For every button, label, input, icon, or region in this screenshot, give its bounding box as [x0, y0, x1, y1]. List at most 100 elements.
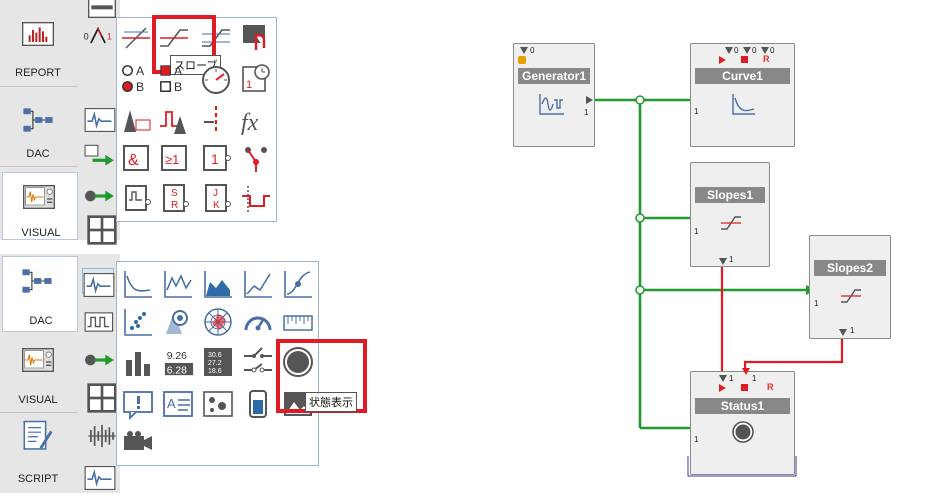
- svg-text:B: B: [174, 80, 182, 94]
- category-dac[interactable]: DAC: [0, 94, 76, 164]
- radar-chart-icon[interactable]: [202, 306, 234, 338]
- table-small-icon[interactable]: [86, 0, 116, 18]
- video-camera-icon[interactable]: [122, 426, 154, 458]
- control-port[interactable]: [520, 47, 528, 54]
- block-slopes1[interactable]: Slopes1 1 1: [690, 162, 770, 267]
- timer-gauge-icon[interactable]: [200, 64, 232, 96]
- report-bar-chart-icon: [14, 18, 62, 54]
- function-fx-icon[interactable]: fx: [240, 104, 272, 136]
- block-status1[interactable]: 1 1 R Status1 1: [690, 368, 795, 475]
- category-script[interactable]: SCRIPT: [0, 416, 76, 493]
- map-pin-icon[interactable]: [162, 306, 194, 338]
- sidebar-divider: [0, 412, 78, 413]
- multi-curve-icon[interactable]: [162, 268, 194, 300]
- touch-hand-icon[interactable]: [240, 22, 272, 54]
- category-report[interactable]: REPORT: [0, 0, 76, 86]
- image-gallery-icon[interactable]: [202, 388, 234, 420]
- control-port[interactable]: [743, 47, 751, 54]
- start-port[interactable]: [719, 56, 726, 64]
- tank-level-icon[interactable]: [242, 388, 274, 420]
- text-label-icon[interactable]: A: [162, 388, 194, 420]
- status-lamp-icon[interactable]: [282, 346, 314, 378]
- wave-monitor-icon[interactable]: [84, 462, 116, 490]
- output-arrow-icon[interactable]: [84, 180, 114, 202]
- control-port-label: 1: [729, 374, 734, 383]
- signal-bars-icon[interactable]: [86, 420, 116, 448]
- svg-text:0: 0: [84, 31, 89, 41]
- output-port[interactable]: [586, 96, 593, 104]
- wave-monitor-icon[interactable]: [84, 104, 116, 132]
- selection-bracket: [687, 456, 797, 477]
- block-slopes2[interactable]: Slopes2 1 1: [809, 235, 891, 339]
- and-gate-icon[interactable]: &: [120, 142, 152, 174]
- split-dash-icon[interactable]: [200, 104, 232, 136]
- monostable-icon[interactable]: [120, 182, 152, 214]
- svg-text:9.26: 9.26: [167, 351, 187, 362]
- category-dac-bottom[interactable]: DAC: [2, 256, 78, 332]
- bar-meter-icon[interactable]: [122, 346, 154, 378]
- or-gate-icon[interactable]: ≥1: [158, 142, 190, 174]
- output-port-label: 1: [850, 326, 855, 335]
- svg-text:&: &: [128, 152, 139, 169]
- characteristic-curve-icon[interactable]: [282, 268, 314, 300]
- input-port-label: 1: [814, 299, 819, 308]
- output-port[interactable]: [719, 258, 727, 265]
- visual-oscilloscope-icon: [15, 181, 63, 217]
- area-chart-icon[interactable]: [202, 268, 234, 300]
- pulse-output-icon[interactable]: [240, 182, 272, 214]
- output-arrow-icon[interactable]: [84, 344, 114, 366]
- input-arrow-icon[interactable]: [84, 140, 114, 166]
- gauge-meter-icon[interactable]: [242, 306, 274, 338]
- block-title: Slopes2: [814, 260, 886, 276]
- valve-switch-icon[interactable]: [242, 346, 274, 378]
- category-label: SCRIPT: [17, 473, 59, 485]
- control-port[interactable]: [719, 375, 727, 382]
- stop-port[interactable]: [741, 56, 748, 63]
- block-curve1[interactable]: 0 0 0 R Curve1 1: [690, 43, 795, 147]
- buffer-gate-icon[interactable]: 1: [200, 142, 232, 174]
- calculator-icon[interactable]: [86, 382, 117, 413]
- limiter-icon[interactable]: [200, 22, 232, 54]
- svg-text:fx: fx: [241, 110, 259, 136]
- bell-icon: [518, 56, 526, 64]
- control-port-label: 0: [530, 46, 535, 55]
- wire-junction: [635, 95, 645, 105]
- digital-io-icon[interactable]: [84, 306, 114, 332]
- curve-plot-icon[interactable]: [122, 268, 154, 300]
- ramp-icon[interactable]: [120, 22, 152, 54]
- scatter-plot-icon[interactable]: [122, 306, 154, 338]
- calendar-clock-icon[interactable]: 1: [240, 62, 272, 94]
- xy-plot-icon[interactable]: [242, 268, 274, 300]
- generator-wave-icon: [538, 92, 566, 116]
- metronome-counter-icon[interactable]: [120, 104, 152, 136]
- stop-port[interactable]: [741, 384, 748, 391]
- dac-block-diagram-icon: [15, 265, 59, 301]
- message-box-icon[interactable]: [122, 388, 154, 420]
- slope-icon[interactable]: [158, 22, 190, 54]
- block-generator1[interactable]: 0 Generator1 1: [513, 43, 595, 147]
- control-port[interactable]: [742, 368, 750, 375]
- reset-port-label: R: [763, 54, 770, 64]
- control-port[interactable]: [725, 47, 733, 54]
- pulse-metronome-icon[interactable]: [158, 104, 190, 136]
- switch-red-icon[interactable]: [240, 142, 272, 174]
- output-port[interactable]: [839, 329, 847, 336]
- start-port[interactable]: [719, 384, 726, 392]
- svg-text:1: 1: [211, 151, 219, 167]
- category-visual-bottom[interactable]: VISUAL: [0, 336, 76, 410]
- category-visual[interactable]: VISUAL: [2, 172, 78, 240]
- svg-text:27.2: 27.2: [208, 360, 222, 367]
- control-port[interactable]: [761, 47, 769, 54]
- ruler-scale-icon[interactable]: [282, 306, 314, 338]
- wave-monitor-icon[interactable]: [82, 268, 115, 297]
- calculator-icon[interactable]: [86, 214, 117, 245]
- script-pen-icon: [18, 420, 58, 462]
- svg-text:R: R: [171, 200, 178, 211]
